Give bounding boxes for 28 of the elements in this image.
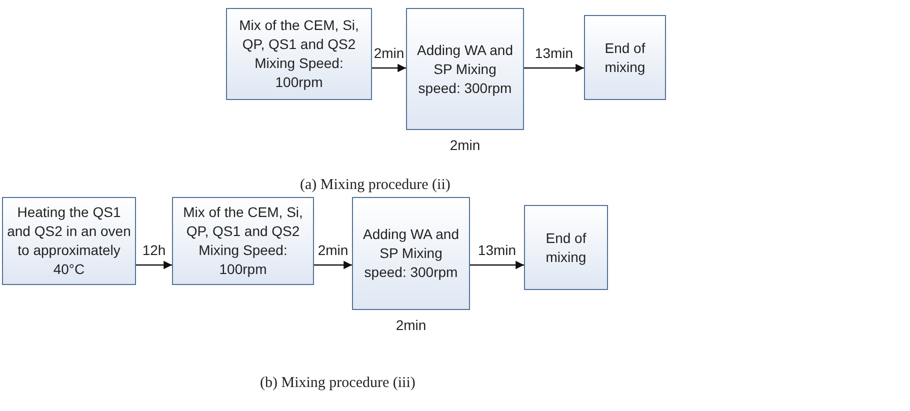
duration-label: 2min <box>396 318 426 332</box>
arrow <box>136 260 172 270</box>
box-text: Mix of the CEM, Si, QP, QS1 and QS2 Mixing Speed: 100rpm <box>182 203 304 279</box>
box-text: Mix of the CEM, Si, QP, QS1 and QS2 Mixing Speed: 100rpm <box>238 16 360 92</box>
arrow <box>524 64 584 72</box>
edge-label: 2min <box>318 243 348 257</box>
edge-label: 2min <box>374 46 404 60</box>
process-box <box>584 15 666 100</box>
caption: (a) Mixing procedure (ii) <box>300 176 450 195</box>
box-text: Heating the QS1 and QS2 in an oven to approximately 40°C <box>7 203 131 279</box>
arrow <box>314 260 352 270</box>
box-text: End of mixing <box>604 38 646 76</box>
edge-label: 12h <box>142 243 166 257</box>
process-box <box>2 197 136 285</box>
edge-label: 13min <box>534 46 574 60</box>
edge-label: 13min <box>478 243 516 257</box>
box-text: End of mixing <box>544 228 588 266</box>
process-box <box>352 197 470 310</box>
caption: (b) Mixing procedure (iii) <box>260 374 416 393</box>
process-box <box>172 197 314 285</box>
process-box <box>406 8 524 130</box>
arrow <box>470 260 524 270</box>
duration-label: 2min <box>450 138 480 152</box>
process-box <box>524 205 608 290</box>
box-text: Adding WA and SP Mixing speed: 300rpm <box>362 225 460 282</box>
box-text: Adding WA and SP Mixing speed: 300rpm <box>416 40 514 98</box>
process-box <box>226 8 372 100</box>
arrow <box>372 64 406 72</box>
